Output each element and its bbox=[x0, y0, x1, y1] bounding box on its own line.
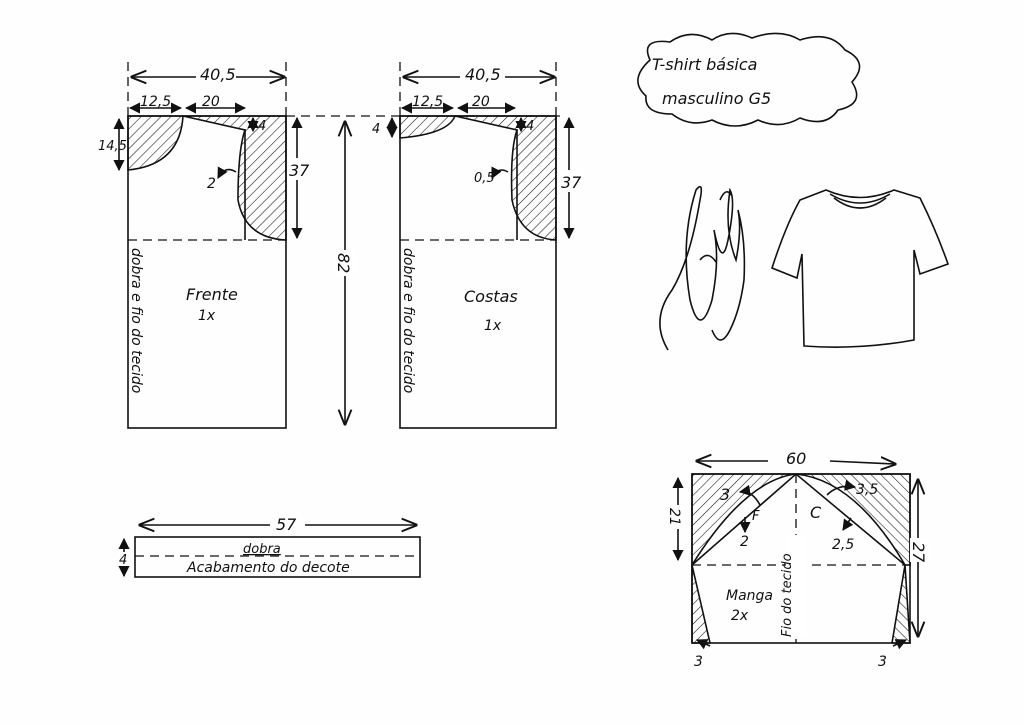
back-armhole-depth-label: 37 bbox=[561, 173, 582, 192]
title-cloud: T-shirt básica masculino G5 bbox=[637, 32, 861, 127]
back-shoulder-label: 20 bbox=[472, 94, 490, 110]
sleeve-left-curve-label: 2 bbox=[740, 534, 749, 550]
back-fold-label: dobra e fio do tecido bbox=[400, 248, 416, 393]
front-armhole-curve-label: 2 bbox=[207, 176, 216, 192]
back-piece: 40,5 12,5 20 4 4 0,5 37 dobra e fio do t… bbox=[372, 62, 583, 429]
back-armhole-curve-label: 0,5 bbox=[474, 171, 495, 186]
sleeve-front-mark: F bbox=[752, 509, 760, 524]
front-fold-label: dobra e fio do tecido bbox=[128, 248, 144, 393]
back-armhole bbox=[454, 115, 557, 241]
back-shoulder-drop-label: 4 bbox=[526, 119, 534, 134]
title-line-2: masculino G5 bbox=[662, 89, 771, 108]
front-name-label: Frente bbox=[186, 285, 238, 304]
neckband-length-label: 57 bbox=[276, 515, 297, 534]
back-name-label: Costas bbox=[464, 287, 518, 306]
neckband-fold-label: dobra bbox=[243, 542, 281, 557]
neckband-name-label: Acabamento do decote bbox=[186, 560, 350, 576]
sleeve-right-offset-label: 3,5 bbox=[856, 482, 878, 498]
sleeve-cap-height-label: 21 bbox=[666, 508, 682, 526]
sleeve-hem-left-label: 3 bbox=[694, 654, 703, 670]
back-neck-depth-label: 4 bbox=[372, 122, 380, 137]
sleeve-name-label: Manga bbox=[726, 588, 773, 604]
back-neck-width-label: 12,5 bbox=[412, 94, 443, 110]
sleeve-hem-right-label: 3 bbox=[878, 654, 887, 670]
length-arrow: 82 bbox=[334, 122, 356, 424]
sleeve-length-label: 27 bbox=[909, 542, 928, 563]
front-neck-depth-label: 14,5 bbox=[98, 139, 127, 154]
neckband-height-label: 4 bbox=[119, 553, 127, 568]
front-qty-label: 1x bbox=[198, 308, 216, 324]
front-shoulder-label: 20 bbox=[202, 94, 220, 110]
front-neck-width-label: 12,5 bbox=[140, 94, 171, 110]
sleeve-qty-label: 2x bbox=[731, 608, 749, 624]
front-width-label: 40,5 bbox=[200, 65, 236, 84]
sleeve-left-offset-label: 3 bbox=[720, 485, 730, 504]
sleeve-grain-label: Fio do tecido bbox=[780, 553, 795, 637]
front-armhole bbox=[182, 115, 287, 241]
front-armhole-depth-label: 37 bbox=[289, 161, 310, 180]
length-label: 82 bbox=[334, 253, 353, 273]
back-neckline bbox=[399, 115, 457, 139]
signature bbox=[659, 185, 746, 351]
front-shoulder-drop-label: 4 bbox=[258, 119, 266, 134]
back-qty-label: 1x bbox=[484, 318, 502, 334]
sleeve-right-curve-label: 2,5 bbox=[832, 537, 854, 553]
sleeve-piece: 60 21 27 3 2 F 3,5 2,5 C Fio do tecido M… bbox=[666, 449, 930, 670]
sleeve-back-mark: C bbox=[810, 503, 822, 522]
back-width-label: 40,5 bbox=[465, 65, 501, 84]
sleeve-width-label: 60 bbox=[786, 449, 806, 468]
neckband-piece: 57 dobra Acabamento do decote 4 bbox=[118, 515, 421, 578]
front-neckline bbox=[127, 115, 184, 171]
tshirt-sketch-icon bbox=[771, 189, 950, 348]
title-line-1: T-shirt básica bbox=[652, 55, 757, 74]
